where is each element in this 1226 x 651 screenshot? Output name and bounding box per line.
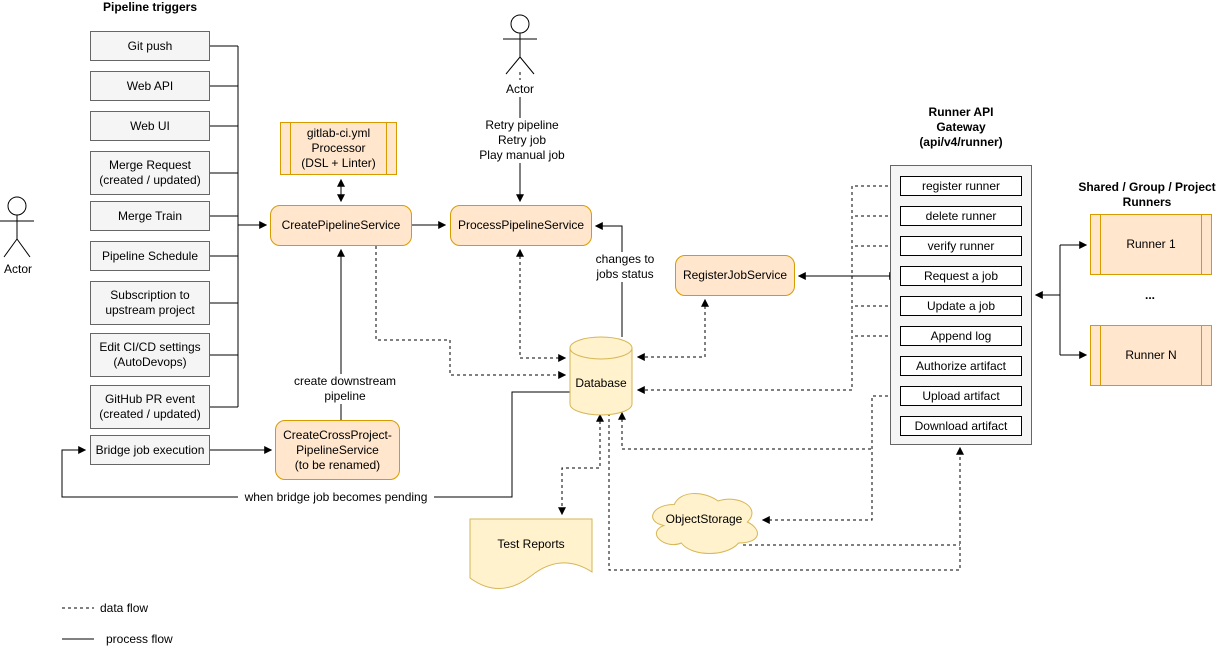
trigger-web-ui: Web UI [90, 111, 210, 141]
node-create-pipeline-service: CreatePipelineService [270, 205, 412, 246]
edge-label-changes-to-jobs-status: changes to jobs status [588, 252, 662, 282]
trigger-subscription-upstream: Subscription to upstream project [90, 281, 210, 325]
legend-data-flow-label: data flow [100, 601, 149, 615]
node-process-pipeline-service: ProcessPipelineService [450, 205, 592, 246]
node-create-cross-project-pipeline-service: CreateCrossProject- PipelineService (to … [275, 420, 400, 480]
edge-db-testreports [558, 413, 604, 516]
database-label: Database [575, 376, 627, 390]
edge-db-to-process-status [594, 222, 623, 337]
node-register-job-service: RegisterJobService [675, 255, 795, 296]
edge-trigger-bus [210, 45, 239, 408]
trigger-merge-request: Merge Request (created / updated) [90, 151, 210, 195]
endpoint-upload-artifact: Upload artifact [900, 386, 1022, 406]
edge-download-db-loop [608, 413, 964, 571]
top-actor-label: Actor [505, 82, 534, 96]
testreports-label: Test Reports [497, 537, 565, 551]
edge-label-create-downstream-pipeline: create downstream pipeline [288, 374, 402, 404]
trigger-pipeline-schedule: Pipeline Schedule [90, 241, 210, 271]
runners-ellipsis: ... [1144, 288, 1155, 302]
node-runner-1: Runner 1 [1090, 214, 1212, 275]
endpoint-append-log: Append log [900, 326, 1022, 346]
shape-layer [0, 14, 758, 589]
node-gitlab-ci-yml-processor: gitlab-ci.yml Processor (DSL + Linter) [280, 122, 397, 175]
edge-db-objectstorage [618, 411, 872, 450]
data-flow-edges [62, 72, 964, 609]
pipeline-triggers-title: Pipeline triggers [102, 0, 198, 14]
endpoint-delete-runner: delete runner [900, 206, 1022, 226]
trigger-github-pr-event: GitHub PR event (created / updated) [90, 385, 210, 429]
edge-gateway-bus [851, 185, 900, 390]
objectstorage-cloud [652, 493, 758, 554]
top-actor-figure [503, 14, 537, 75]
endpoint-verify-runner: verify runner [900, 236, 1022, 256]
endpoint-update-a-job: Update a job [900, 296, 1022, 316]
top-actor-actions-label: Retry pipeline Retry job Play manual job [455, 118, 589, 163]
database-cylinder [569, 336, 633, 416]
endpoint-register-runner: register runner [900, 176, 1022, 196]
edge-label-when-bridge-job-becomes-pending: when bridge job becomes pending [238, 490, 434, 505]
endpoint-authorize-artifact: Authorize artifact [900, 356, 1022, 376]
endpoint-download-artifact: Download artifact [900, 416, 1022, 436]
testreports-document [469, 518, 593, 589]
edge-createpipeline-to-db [375, 246, 567, 379]
trigger-web-api: Web API [90, 71, 210, 101]
left-actor-label: Actor [3, 262, 32, 276]
node-runner-n: Runner N [1090, 325, 1212, 386]
endpoint-request-a-job: Request a job [900, 266, 1022, 286]
runners-title: Shared / Group / Project Runners [1078, 180, 1216, 209]
edge-process-db [516, 248, 567, 362]
trigger-bridge-job-execution: Bridge job execution [90, 435, 210, 465]
trigger-merge-train: Merge Train [90, 201, 210, 231]
edge-registerjob-db [636, 298, 709, 361]
edge-upload-to-objectstorage [761, 395, 900, 524]
trigger-git-push: Git push [90, 31, 210, 61]
objectstorage-label: ObjectStorage [665, 512, 743, 526]
gateway-title: Runner API Gateway (api/v4/runner) [919, 105, 1003, 149]
legend-process-flow-label: process flow [106, 632, 173, 646]
trigger-edit-cicd-settings: Edit CI/CD settings (AutoDevops) [90, 333, 210, 377]
left-actor-figure [0, 196, 34, 258]
